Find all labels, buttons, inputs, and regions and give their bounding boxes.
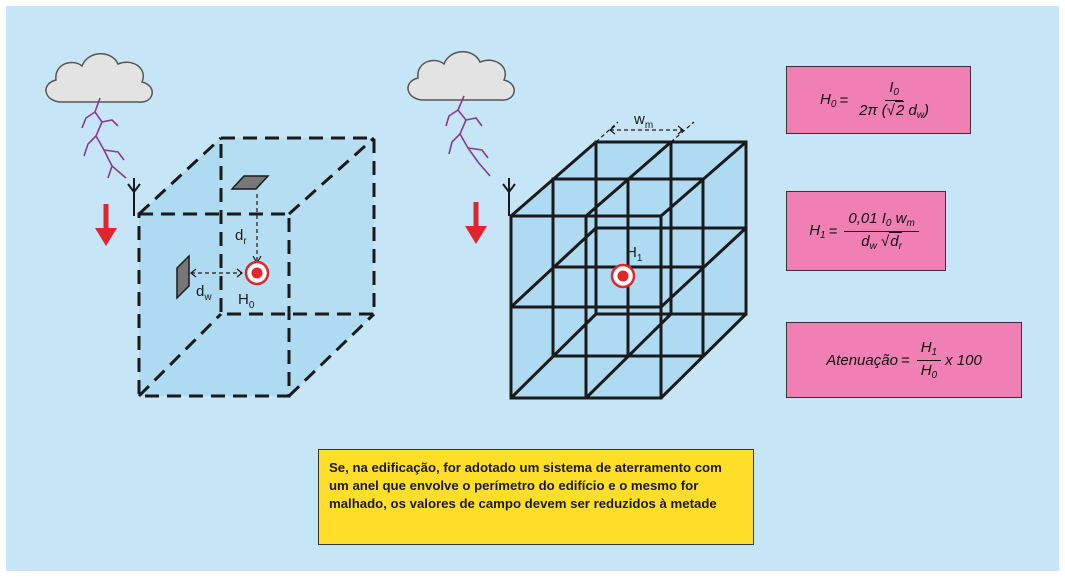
attenuation-formula-fraction: H1 H0: [916, 339, 942, 381]
air-terminal-right: [502, 178, 516, 216]
note-text: Se, na edificação, for adotado um sistem…: [329, 460, 722, 511]
attenuation-formula-eq: =: [900, 351, 910, 369]
plate-icon-top: [230, 175, 270, 190]
h0-formula-eq: =: [839, 91, 849, 109]
formula-box-h0: H0 = I0 2π (√2 dw): [786, 66, 971, 134]
field-point-icon-h1: [610, 263, 636, 289]
plate-icon-side: [176, 254, 190, 300]
attenuation-formula-tail: x 100: [945, 351, 982, 369]
lightning-bolt-right: [445, 95, 491, 177]
formula-box-h1: H1 = 0,01 I0 wm dw √dr: [786, 191, 946, 271]
h1-formula-eq: =: [828, 222, 838, 240]
field-point-icon-h0: [244, 260, 270, 286]
h0-label: H0: [238, 291, 255, 311]
h1-formula-lhs: H1: [809, 221, 826, 241]
diagram-panel: dr dw H0: [6, 6, 1059, 571]
note-box: Se, na edificação, for adotado um sistem…: [318, 449, 754, 545]
wm-label: wm: [633, 111, 653, 131]
lightning-bolt-left: [81, 97, 127, 179]
cloud-icon-right: [407, 51, 515, 101]
dw-label: dw: [196, 283, 212, 303]
air-terminal-left: [127, 178, 141, 216]
down-arrow-icon-right: [465, 202, 487, 244]
h1-label: H1: [626, 244, 643, 264]
shielding-diagram: dr dw H0: [45, 51, 748, 400]
h0-formula-fraction: I0 2π (√2 dw): [859, 78, 930, 121]
h1-formula-fraction: 0,01 I0 wm dw √dr: [844, 210, 919, 252]
cloud-icon-left: [45, 53, 153, 103]
down-arrow-icon-left: [95, 204, 117, 246]
attenuation-formula-lhs: Atenuação: [826, 351, 898, 369]
dw-dimension-line: [190, 268, 243, 278]
formula-box-attenuation: Atenuação = H1 H0 x 100: [786, 322, 1022, 398]
wm-dimension-line: [595, 121, 695, 143]
h0-formula-lhs: H0: [819, 90, 837, 110]
dr-label: dr: [235, 227, 247, 247]
